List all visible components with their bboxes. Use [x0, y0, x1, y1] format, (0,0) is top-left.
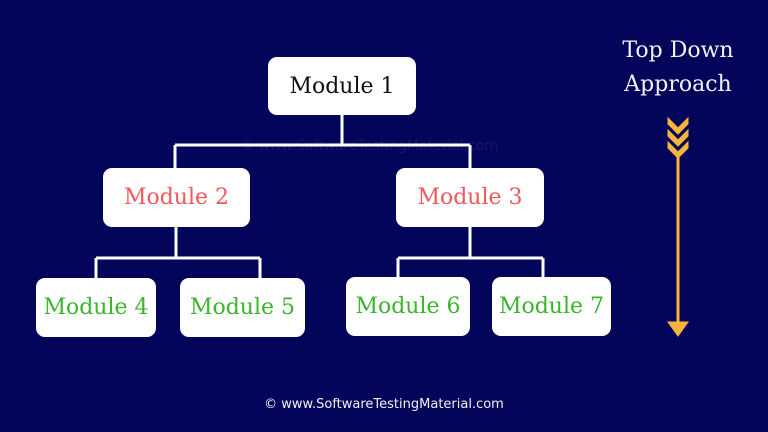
module-3: Module 3 — [396, 168, 544, 227]
module-1: Module 1 — [268, 57, 416, 115]
down-arrow-icon — [667, 116, 689, 337]
module-4: Module 4 — [36, 278, 156, 337]
footer-credit: © www.SoftwareTestingMaterial.com — [264, 397, 504, 412]
connector-m2 — [94, 227, 262, 278]
connector-m3 — [396, 227, 545, 278]
connector-m1 — [173, 115, 472, 168]
module-2: Module 2 — [103, 168, 250, 227]
module-6: Module 6 — [346, 277, 470, 336]
title-line-1: Top Down — [622, 38, 734, 63]
module-7: Module 7 — [492, 277, 611, 336]
module-5: Module 5 — [180, 278, 305, 337]
title-line-2: Approach — [624, 72, 732, 97]
